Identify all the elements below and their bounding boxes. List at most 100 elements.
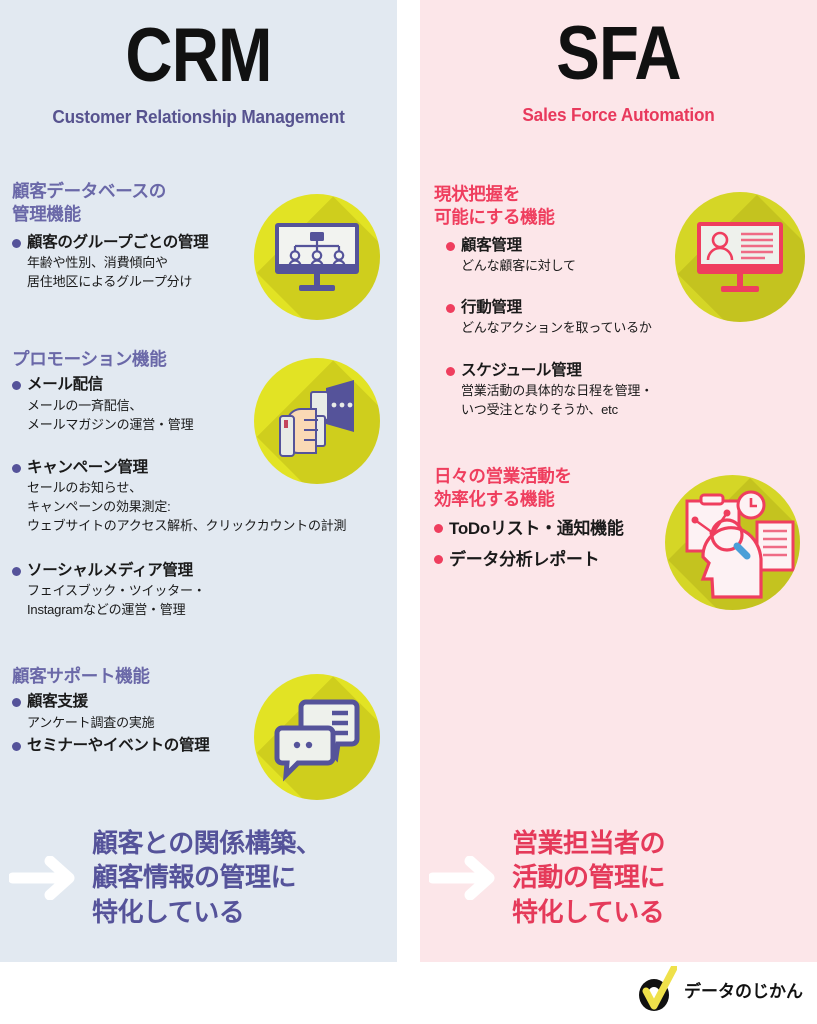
bullet-heading: ToDoリスト・通知機能 <box>449 518 624 538</box>
chat-bubbles-glyph <box>274 699 360 782</box>
megaphone-hand-glyph <box>279 380 354 457</box>
section-title: 日々の営業活動を 効率化する機能 <box>434 465 694 512</box>
crm-section-support: 顧客サポート機能 顧客支援 アンケート調査の実施 セミナーやイベントの管理 <box>12 665 262 755</box>
arrow-right-icon <box>0 855 92 900</box>
title-line-1: 日々の営業活動を <box>434 466 572 486</box>
sub-line: アンケート調査の実施 <box>27 714 155 730</box>
summary-line: 活動の管理に <box>512 862 666 893</box>
summary-line: 顧客情報の管理に <box>92 862 297 893</box>
section-title: 現状把握を 可能にする機能 <box>434 183 684 230</box>
sub-line: セールのお知らせ、 <box>27 480 142 496</box>
bullet-sub: フェイスブック・ツイッター・ Instagramなどの運営・管理 <box>27 582 282 620</box>
sub-line: メールマガジンの運営・管理 <box>27 416 194 432</box>
bullet-item: スケジュール管理 <box>446 361 714 380</box>
bullet-item: 行動管理 <box>446 298 704 317</box>
monitor-org-chart-icon <box>254 194 380 320</box>
analysis-head-icon <box>665 475 800 610</box>
bullet-item: 顧客のグループごとの管理 <box>12 233 262 252</box>
sfa-section-efficiency: 日々の営業活動を 効率化する機能 ToDoリスト・通知機能 データ分析レポート <box>434 465 694 570</box>
monitor-profile-icon <box>675 192 805 322</box>
crm-header: CRM Customer Relationship Management <box>0 0 397 128</box>
bullet-item: データ分析レポート <box>434 549 694 570</box>
bullet-heading: スケジュール管理 <box>461 362 582 379</box>
crm-bullet-campaign: キャンペーン管理 セールのお知らせ、 キャンペーンの効果測定: ウェブサイトのア… <box>12 455 400 536</box>
crm-summary: 顧客との関係構築、 顧客情報の管理に 特化している <box>0 805 397 950</box>
bullet-sub: どんな顧客に対して <box>461 258 576 274</box>
bullet-sub: 営業活動の具体的な日程を管理・ いつ受注となりそうか、etc <box>461 382 714 420</box>
sub-line: ウェブサイトのアクセス解析、クリックカウントの計測 <box>27 518 347 534</box>
bullet-heading: 顧客支援 <box>27 693 88 711</box>
bullet-dot-icon <box>434 523 443 533</box>
sub-line: Instagramなどの運営・管理 <box>27 602 186 618</box>
check-circle-logo-icon <box>639 966 677 1011</box>
sfa-bullet-action: 行動管理 どんなアクションを取っているか <box>434 295 704 338</box>
sub-line: メールの一斉配信、 <box>27 397 143 413</box>
bullet-dot-icon <box>446 367 455 376</box>
crm-bullet-social: ソーシャルメディア管理 フェイスブック・ツイッター・ Instagramなどの運… <box>12 558 282 620</box>
sfa-summary-text: 営業担当者の 活動の管理に 特化している <box>512 826 666 930</box>
bullet-heading: メール配信 <box>27 376 104 394</box>
bullet-dot-icon <box>446 241 455 251</box>
sfa-subtitle: Sales Force Automation <box>522 104 715 126</box>
title-line-2: 効率化する機能 <box>434 489 555 510</box>
summary-line: 特化している <box>512 896 665 927</box>
bullet-item: 顧客管理 <box>446 236 684 255</box>
sub-line: キャンペーンの効果測定: <box>27 499 171 515</box>
crm-subtitle: Customer Relationship Management <box>52 106 345 128</box>
bullet-dot-icon <box>446 304 455 313</box>
sfa-bullet-schedule: スケジュール管理 営業活動の具体的な日程を管理・ いつ受注となりそうか、etc <box>434 358 714 420</box>
sfa-column: SFA Sales Force Automation 現状把握を 可能にする機能… <box>420 0 817 962</box>
section-title: 顧客データベースの 管理機能 <box>12 180 262 227</box>
sub-line: 年齢や性別、消費傾向や <box>27 255 168 271</box>
sfa-acronym: SFA <box>556 11 681 96</box>
bullet-dot-icon <box>434 555 443 565</box>
monitor-org-chart-glyph <box>275 223 359 291</box>
crm-acronym: CRM <box>125 13 272 98</box>
bullet-dot-icon <box>12 741 21 751</box>
bullet-dot-icon <box>12 381 21 391</box>
sub-line: いつ受注となりそうか、etc <box>461 402 618 418</box>
bullet-dot-icon <box>12 464 21 473</box>
footer-logo[interactable]: データのじかん <box>635 966 803 1012</box>
sub-line: フェイスブック・ツイッター・ <box>27 583 206 599</box>
sfa-section-status: 現状把握を 可能にする機能 顧客管理 どんな顧客に対して <box>434 183 684 276</box>
bullet-sub: 年齢や性別、消費傾向や 居住地区によるグループ分け <box>27 254 262 292</box>
sfa-summary: 営業担当者の 活動の管理に 特化している <box>420 805 817 950</box>
title-line-1: 顧客データベースの <box>12 181 166 201</box>
summary-line: 顧客との関係構築、 <box>92 827 322 858</box>
title-line-1: 現状把握を <box>434 184 520 204</box>
arrow-right-icon <box>420 855 512 900</box>
bullet-item: ソーシャルメディア管理 <box>12 561 282 580</box>
crm-column: CRM Customer Relationship Management 顧客デ… <box>0 0 397 962</box>
logo-text: データのじかん <box>684 981 803 1001</box>
bullet-heading: 行動管理 <box>461 299 522 316</box>
bullet-dot-icon <box>12 698 21 708</box>
summary-line: 営業担当者の <box>512 827 666 858</box>
bullet-item: キャンペーン管理 <box>12 458 400 477</box>
chat-bubbles-icon <box>254 674 380 800</box>
bullet-item: セミナーやイベントの管理 <box>12 736 262 755</box>
summary-line: 特化している <box>92 896 245 927</box>
sfa-header: SFA Sales Force Automation <box>420 0 817 126</box>
sub-line: 営業活動の具体的な日程を管理・ <box>461 383 654 399</box>
crm-section-promotion: プロモーション機能 メール配信 メールの一斉配信、 メールマガジンの運営・管理 <box>12 348 264 435</box>
section-title: プロモーション機能 <box>12 349 167 369</box>
bullet-heading: 顧客管理 <box>461 236 522 254</box>
bullet-heading: セミナーやイベントの管理 <box>27 736 210 754</box>
bullet-dot-icon <box>12 567 21 576</box>
title-line-2: 管理機能 <box>12 204 81 225</box>
bullet-item: 顧客支援 <box>12 692 262 711</box>
bullet-sub: メールの一斉配信、 メールマガジンの運営・管理 <box>27 397 264 435</box>
section-title: 顧客サポート機能 <box>12 666 150 686</box>
bullet-heading: ソーシャルメディア管理 <box>27 562 193 579</box>
crm-summary-text: 顧客との関係構築、 顧客情報の管理に 特化している <box>92 826 322 930</box>
title-line-2: 可能にする機能 <box>434 207 555 228</box>
bullet-heading: 顧客のグループごとの管理 <box>27 233 209 251</box>
bullet-dot-icon <box>12 238 21 248</box>
analysis-head-glyph <box>685 490 795 599</box>
bullet-heading: データ分析レポート <box>449 550 600 570</box>
megaphone-hand-icon <box>254 358 380 484</box>
bullet-sub: セールのお知らせ、 キャンペーンの効果測定: ウェブサイトのアクセス解析、クリッ… <box>27 479 400 536</box>
bullet-sub: アンケート調査の実施 <box>27 714 262 733</box>
